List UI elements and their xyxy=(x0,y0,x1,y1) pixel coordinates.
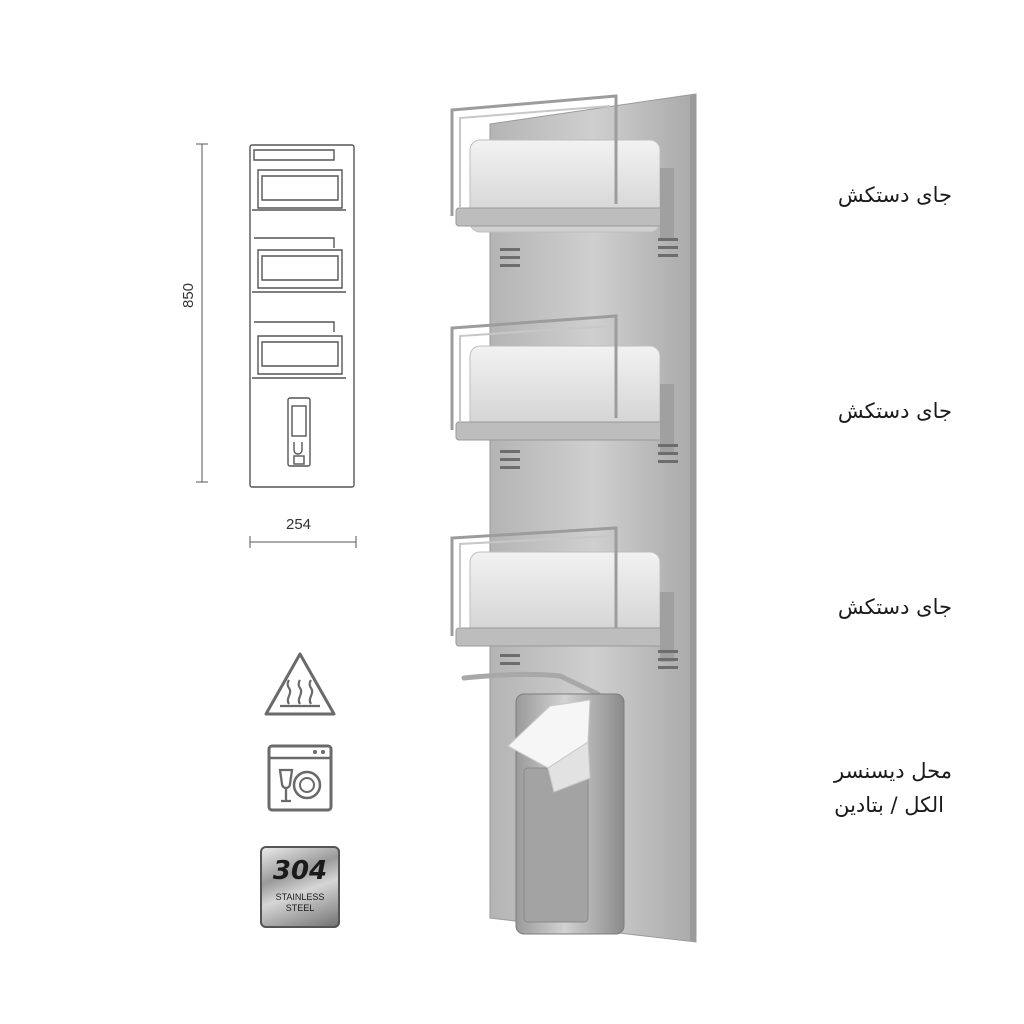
glove-shelf-3 xyxy=(450,526,678,669)
height-dimension-label: 850 xyxy=(180,282,197,308)
dispenser-label-line1: محل دیسنسر xyxy=(834,759,952,783)
panel-outline xyxy=(249,144,355,488)
product-image xyxy=(450,93,697,943)
steel-line1-text: STAINLESS xyxy=(275,892,325,902)
width-dimension-line xyxy=(249,536,357,548)
shelf-1-label: جای دستکش xyxy=(837,183,952,207)
dispenser-label-line2: الکل / بتادین xyxy=(834,793,944,817)
glove-shelf-1 xyxy=(450,94,678,267)
steel-grade-text: 304 xyxy=(272,856,328,886)
width-dimension-label: 254 xyxy=(286,516,312,533)
steel-line2-text: STEEL xyxy=(285,903,315,913)
dishwasher-safe-icon xyxy=(267,744,333,812)
heat-resistant-icon xyxy=(264,652,336,716)
glove-shelf-2 xyxy=(450,314,678,469)
stainless-steel-badge: 304 STAINLESS STEEL xyxy=(260,846,340,928)
dispenser xyxy=(461,671,625,935)
shelf-3-label: جای دستکش xyxy=(837,595,952,619)
technical-drawing xyxy=(196,143,357,548)
height-dimension-line xyxy=(196,143,208,483)
shelf-2-label: جای دستکش xyxy=(837,399,952,423)
